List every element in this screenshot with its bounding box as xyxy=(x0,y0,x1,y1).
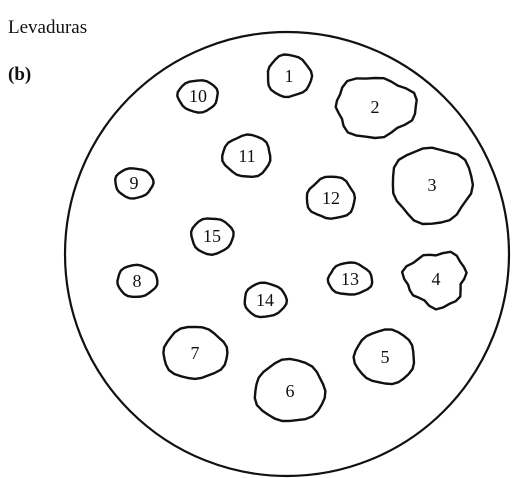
colony-5: 5 xyxy=(354,330,414,385)
colony-3: 3 xyxy=(393,148,473,224)
colony-6: 6 xyxy=(255,359,326,421)
colony-label: 4 xyxy=(432,269,441,289)
colony-label: 14 xyxy=(256,290,274,310)
colony-12: 12 xyxy=(307,177,355,219)
colony-label: 15 xyxy=(203,226,221,246)
colony-4: 4 xyxy=(402,252,467,310)
colony-label: 6 xyxy=(286,381,295,401)
colony-label: 9 xyxy=(130,173,139,193)
colony-label: 13 xyxy=(341,269,359,289)
colony-13: 13 xyxy=(328,263,372,295)
colony-label: 8 xyxy=(133,271,142,291)
figure-title: Levaduras xyxy=(8,17,87,38)
colony-label: 2 xyxy=(371,97,380,117)
panel-label: (b) xyxy=(8,64,31,85)
colony-14: 14 xyxy=(245,283,287,317)
colony-label: 3 xyxy=(428,175,437,195)
colony-2: 2 xyxy=(336,78,417,138)
colony-10: 10 xyxy=(177,80,218,112)
colony-1: 1 xyxy=(268,55,312,97)
colony-label: 11 xyxy=(238,146,255,166)
colony-label: 10 xyxy=(189,86,207,106)
colony-8: 8 xyxy=(117,265,157,297)
colony-11: 11 xyxy=(222,135,270,177)
colony-label: 5 xyxy=(381,347,390,367)
colony-label: 1 xyxy=(285,66,294,86)
colony-label: 12 xyxy=(322,188,340,208)
colony-9: 9 xyxy=(115,168,153,198)
colony-15: 15 xyxy=(191,219,233,255)
colony-label: 7 xyxy=(191,343,200,363)
colony-7: 7 xyxy=(163,327,227,379)
